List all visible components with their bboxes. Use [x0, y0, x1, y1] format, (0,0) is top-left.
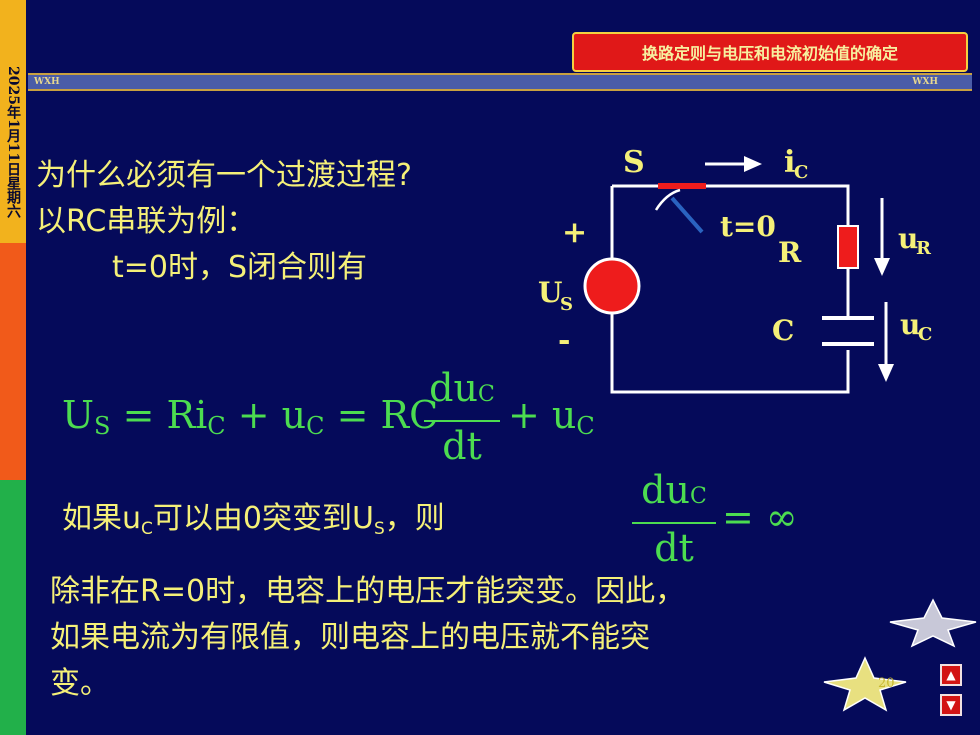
conclusion-line-3: 变。	[50, 666, 110, 701]
header-left-tag: WXH	[34, 77, 60, 87]
eq2-den: dt	[654, 526, 694, 570]
sidebar-yellow-block	[0, 0, 26, 243]
eq1-num: du	[429, 366, 478, 410]
eq1-den: dt	[442, 424, 482, 468]
page-title: 换路定则与电压和电流初始值的确定	[572, 32, 968, 72]
eq1-plus-u2: + u	[508, 393, 577, 437]
header-right-tag: WXH	[912, 77, 938, 87]
switch-label: S	[623, 145, 645, 180]
sidebar-date: 2025年1月11日星期六	[5, 66, 21, 219]
condition-post: ，则	[384, 501, 445, 536]
eq2-num: du	[641, 468, 690, 512]
eq1-ri: = Ri	[122, 393, 208, 437]
current-arrow-head	[744, 156, 762, 172]
eq1-lhs: U	[62, 393, 95, 437]
question-line-2: 以RC串联为例：	[36, 204, 257, 239]
star-icon	[889, 598, 977, 648]
triangle-up-icon: ▲	[946, 668, 956, 682]
condition-sub: C	[141, 519, 153, 539]
ur-label-sub: R	[916, 238, 932, 259]
plus-label: +	[562, 215, 587, 250]
resistor-symbol	[837, 225, 859, 269]
eq1-fraction: duC dt	[424, 366, 500, 466]
triangle-down-icon: ▼	[946, 698, 956, 712]
switch-bar	[658, 183, 706, 189]
condition-mid: 可以由0突变到U	[152, 501, 374, 536]
equation-1: US = RiC + uC = RC	[62, 393, 438, 440]
condition-line: 如果uC可以由0突变到US，则	[62, 500, 445, 548]
eq1-i-sub: C	[207, 412, 226, 440]
time-label: t=0	[720, 210, 776, 243]
question-line-3: t=0时，S闭合则有	[112, 250, 368, 285]
uc-label-sub: C	[918, 324, 932, 345]
eq2-fraction-bar	[632, 522, 716, 524]
current-label: i	[784, 145, 795, 180]
source-label: U	[538, 276, 562, 309]
condition-sub2: S	[373, 519, 385, 539]
uc-arrow-head	[878, 364, 894, 382]
sidebar-orange-block	[0, 243, 26, 480]
switch-arc	[654, 188, 681, 211]
question-line-1: 为什么必须有一个过渡过程?	[36, 158, 412, 193]
ur-label: u	[898, 222, 918, 255]
capacitor-label: C	[772, 314, 794, 347]
equation-1-tail: + uC	[508, 393, 595, 440]
eq1-fraction-bar	[424, 420, 500, 422]
eq1-num-sub: C	[477, 382, 495, 407]
circuit-wire-top	[612, 184, 850, 226]
current-label-sub: C	[794, 162, 808, 183]
rc-circuit-diagram: S i C t=0 R C U S + - u R u C	[538, 145, 932, 394]
header-bar: WXH WXH	[28, 73, 972, 91]
switch-arm	[670, 196, 704, 234]
condition-pre: 如果u	[62, 501, 142, 536]
nav-up-button[interactable]: ▲	[940, 664, 962, 686]
eq2-fraction: duC dt	[632, 468, 716, 568]
resistor-label: R	[778, 236, 802, 269]
eq1-u-sub: C	[306, 412, 325, 440]
page-number: 20	[878, 676, 895, 691]
eq1-rc: = RC	[336, 393, 439, 437]
eq1-lhs-sub: S	[94, 412, 111, 440]
sidebar: 2025年1月11日星期六	[0, 0, 26, 735]
eq2-num-sub: C	[689, 484, 707, 509]
eq1-u2-sub: C	[576, 412, 595, 440]
uc-label: u	[900, 308, 920, 341]
ur-arrow-head	[874, 258, 890, 276]
eq2-rhs: = ∞	[722, 495, 798, 539]
nav-down-button[interactable]: ▼	[940, 694, 962, 716]
sidebar-green-block	[0, 480, 26, 735]
voltage-source	[583, 257, 641, 315]
conclusion-line-1: 除非在R=0时，电容上的电压才能突变。因此，	[50, 574, 686, 609]
conclusion-line-2: 如果电流为有限值，则电容上的电压就不能突	[50, 620, 650, 655]
minus-label: -	[558, 323, 570, 358]
star-icon-gold[interactable]	[822, 656, 908, 712]
source-label-sub: S	[560, 294, 573, 315]
eq1-plus-u: + u	[237, 393, 307, 437]
